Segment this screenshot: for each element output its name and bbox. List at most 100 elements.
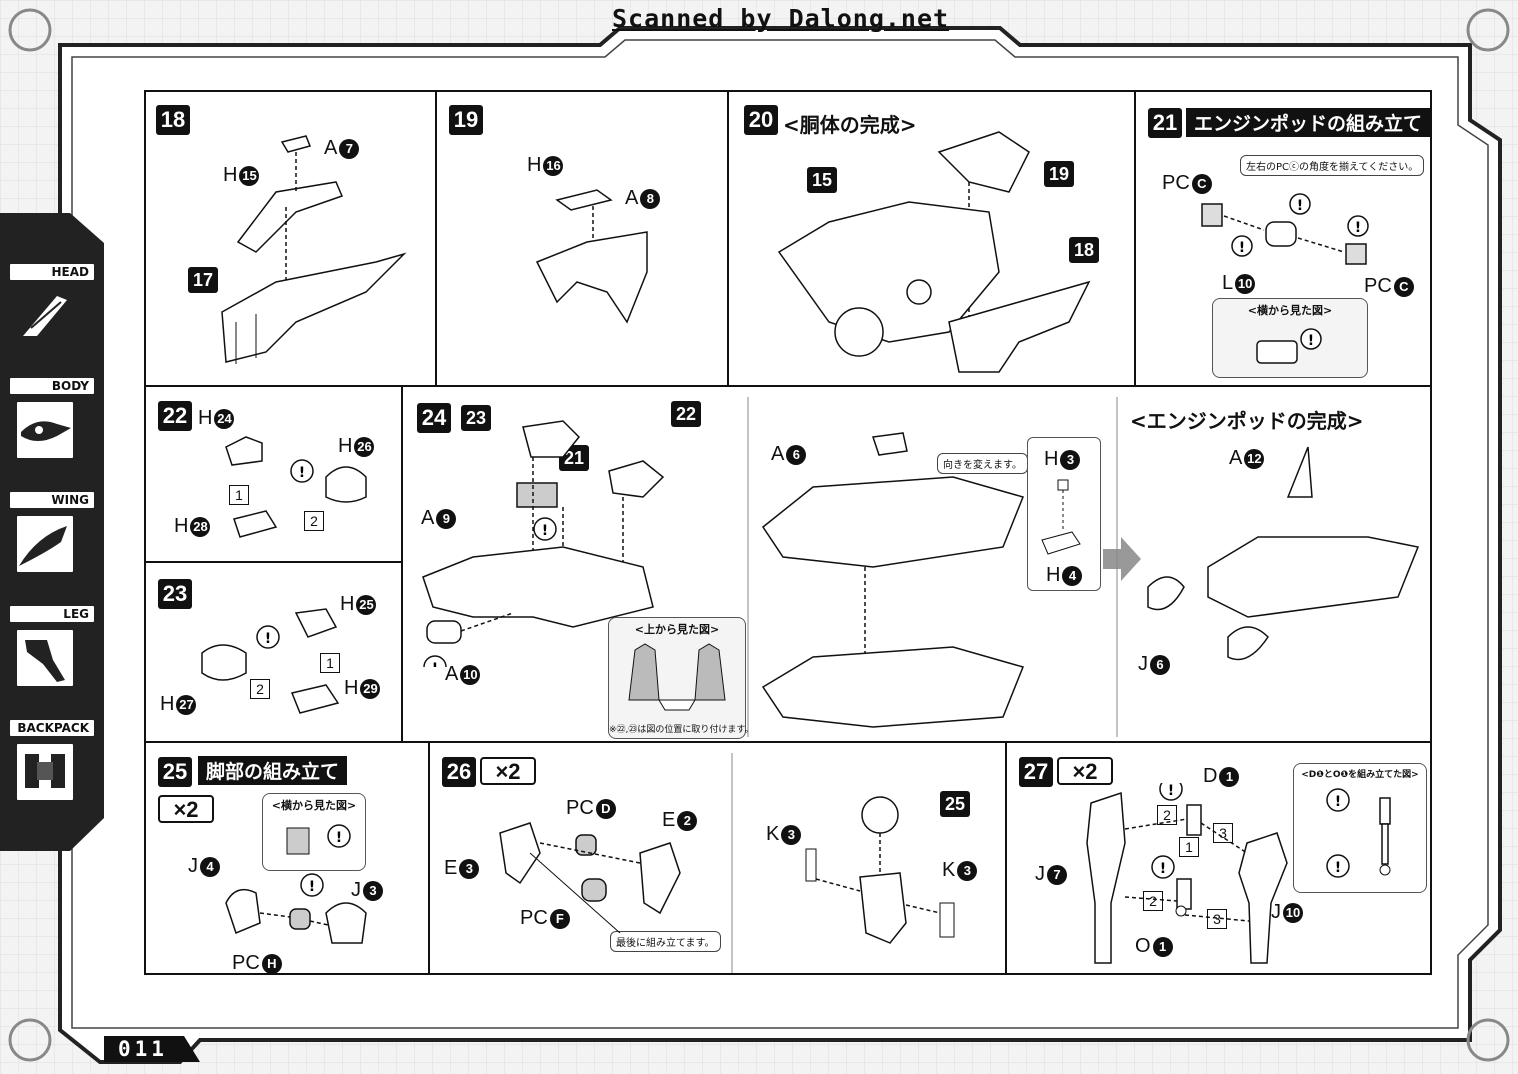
part-ref-18: 18 [1069, 237, 1099, 263]
top-view-caption: <上から見た図> [634, 623, 720, 636]
svg-text:!: ! [1297, 198, 1303, 214]
step-20-panel: 20 <胴体の完成> 15 19 18 [727, 90, 1136, 387]
cover-assembly-diagram [535, 189, 648, 324]
sidebar-tab-backpack[interactable]: BACKPACK [8, 718, 96, 738]
next-arrow-icon [1103, 537, 1141, 581]
svg-text:!: ! [542, 523, 548, 539]
side-view-part: ! [1256, 328, 1322, 364]
part-ref-25: 25 [940, 791, 970, 817]
svg-text:!: ! [299, 465, 305, 481]
step-number: 19 [449, 105, 483, 135]
engine-pod-joint-diagram: ! ! ! [1201, 193, 1369, 265]
divider [1116, 397, 1118, 737]
order-box-2-bottom: 2 [1143, 891, 1163, 911]
sidebar-tab-body[interactable]: BODY [8, 376, 96, 396]
order-box-1: 1 [320, 653, 340, 673]
shin-piston-diagram: ! ! [1086, 783, 1288, 964]
order-box-2: 2 [250, 679, 270, 699]
engine-pod-complete-title: <エンジンポッドの完成> [1130, 409, 1364, 433]
torso-completion-diagram [777, 131, 1091, 373]
part-ref-17: 17 [188, 267, 218, 293]
order-box-3-top: 3 [1213, 823, 1233, 843]
svg-text:!: ! [1160, 861, 1166, 877]
page-number: 011 [118, 1037, 168, 1061]
multiplier-badge: ×2 [480, 757, 536, 785]
svg-text:!: ! [1239, 240, 1245, 256]
scanner-watermark: Scanned by Dalong.net [612, 4, 950, 33]
svg-text:!: ! [1308, 333, 1314, 349]
step-number: 26 [442, 757, 476, 787]
divider [731, 753, 733, 973]
side-view-box: <横から見た図> ! [1212, 298, 1368, 378]
step-27-panel: 27 ×2 D1 J7 O1 J10 2 1 3 2 3 1 ! ! <D❶とO… [1005, 741, 1432, 975]
page-number-tab [104, 1036, 200, 1062]
part-ref-19: 19 [1044, 161, 1074, 187]
wing-icon[interactable] [14, 513, 76, 575]
top-view-box: <上から見た図> ※㉒,㉓は図の位置に取り付けます。 [608, 617, 754, 739]
hip-joint-diagram [499, 822, 681, 934]
part-ref-21: 21 [559, 445, 589, 471]
leg-icon[interactable] [14, 627, 76, 689]
svg-text:!: ! [1168, 783, 1174, 799]
pod-base-assembly-diagram: ! ! [422, 420, 665, 667]
sidebar-tab-wing[interactable]: WING [8, 490, 96, 510]
step-25-title: 脚部の組み立て [198, 756, 348, 785]
svg-text:!: ! [1335, 794, 1341, 810]
step-number: 22 [158, 401, 192, 431]
order-box-2-top: 2 [1157, 805, 1177, 825]
part-ref-15: 15 [807, 167, 837, 193]
backpack-icon[interactable] [14, 741, 76, 803]
body-icon[interactable] [14, 399, 76, 461]
part-ref-23: 23 [461, 405, 491, 431]
sidebar-tab-leg[interactable]: LEG [8, 604, 96, 624]
engine-pod-complete-diagram [1147, 446, 1420, 661]
step-24-panel: 24 23 21 22 A9 A10 ! ! <上から見た図> ※㉒,㉓は図の位… [401, 385, 1432, 743]
side-view-caption: <横から見た図> [1247, 304, 1333, 317]
order-box-2: 2 [304, 511, 324, 531]
h-part-diagram [1041, 479, 1081, 555]
step-number: 25 [158, 757, 192, 787]
svg-text:!: ! [309, 879, 315, 895]
part-ref-22: 22 [671, 401, 701, 427]
joint-assembly-diagram: ! [225, 436, 367, 538]
sidebar-tab-head[interactable]: HEAD [8, 262, 96, 282]
knee-assembly-diagram [805, 796, 955, 944]
order-box-1: 1 [229, 485, 249, 505]
head-icon[interactable] [14, 285, 76, 347]
leg-joint-diagram: ! [225, 873, 367, 944]
step-number: 21 [1148, 108, 1182, 138]
divider [747, 397, 749, 737]
svg-text:!: ! [265, 631, 271, 647]
top-view-note: ※㉒,㉓は図の位置に取り付けます。 [609, 725, 754, 735]
multiplier-badge: ×2 [158, 795, 214, 823]
